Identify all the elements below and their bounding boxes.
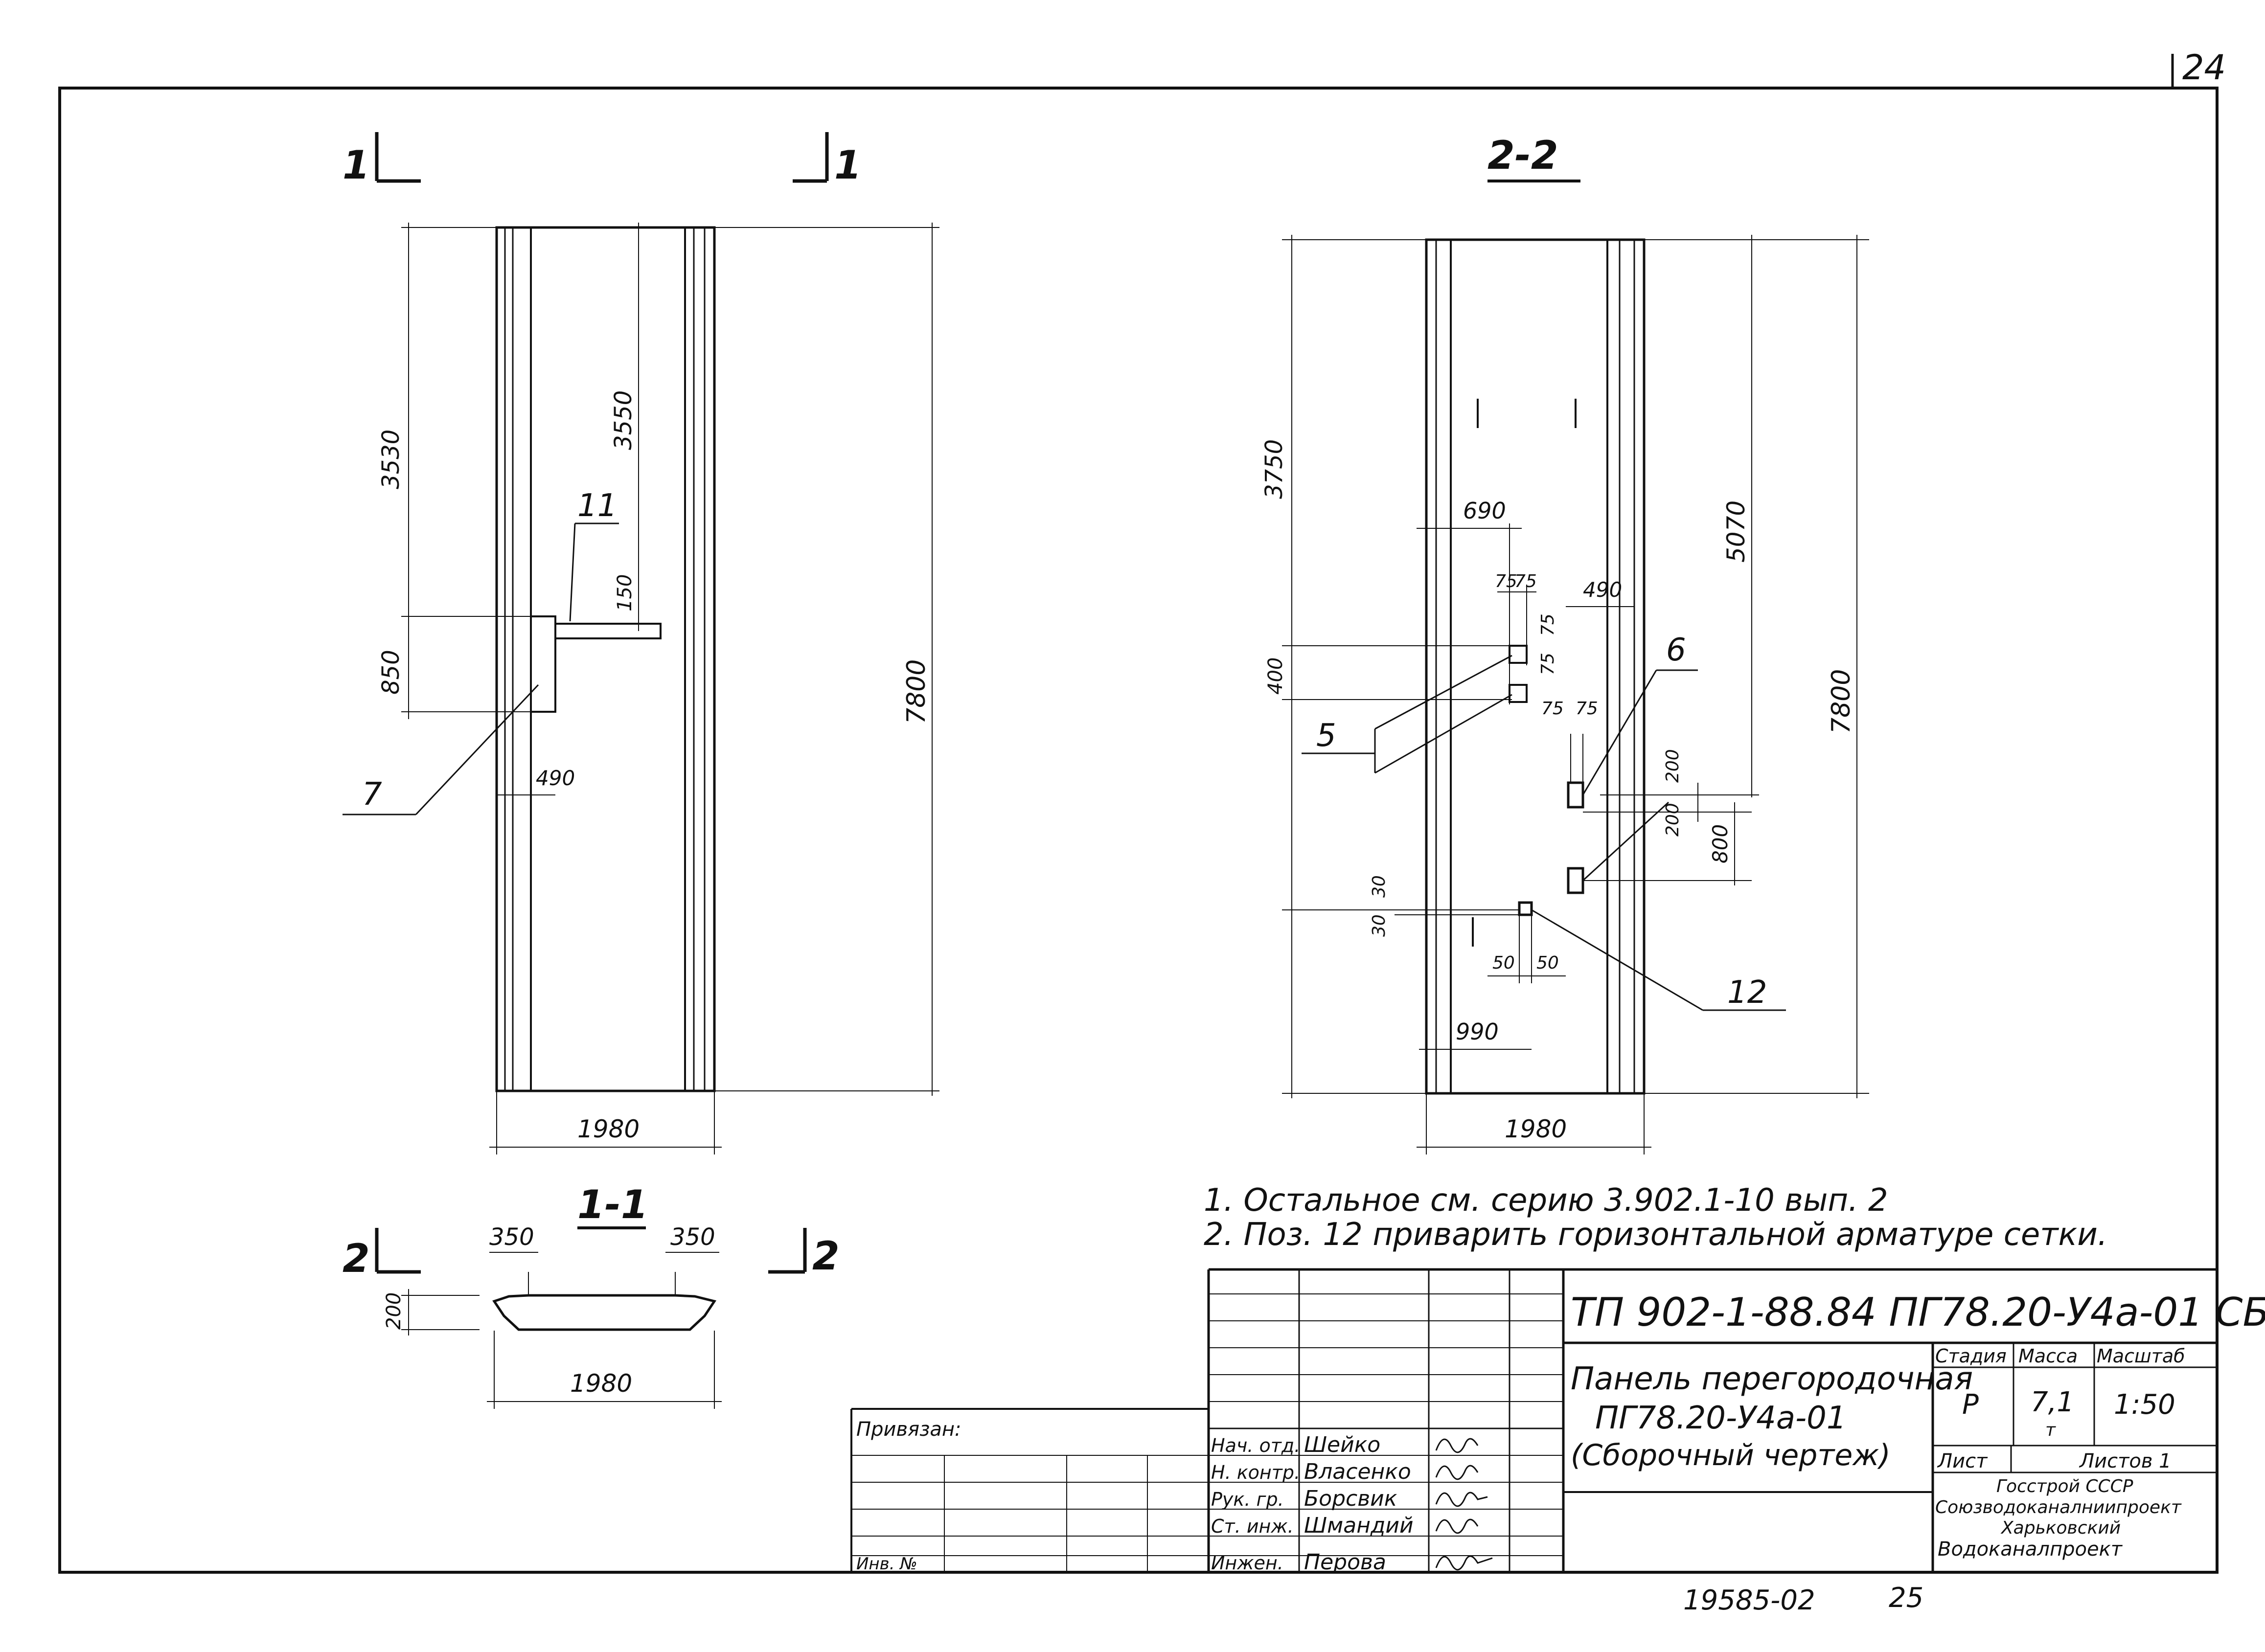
section-1-1-title: 1-1 bbox=[577, 1182, 648, 1227]
dim-75-b: 75 bbox=[1514, 571, 1537, 591]
dim-5070: 5070 bbox=[1722, 500, 1750, 563]
lifting-loop bbox=[554, 623, 662, 639]
section-profile bbox=[492, 1294, 717, 1331]
cut-mark-2-right-label: 2 bbox=[812, 1233, 840, 1279]
dim-150: 150 bbox=[614, 574, 636, 611]
cut-mark-2-left-label: 2 bbox=[343, 1236, 370, 1281]
signer-name-3: Борсвик bbox=[1304, 1486, 1397, 1511]
view-2-2: 2-2 3750 400 690 75 75 75 75 75 bbox=[1260, 133, 1869, 1154]
signer-role-3: Рук. гр. bbox=[1211, 1489, 1284, 1510]
dim-75-e: 75 bbox=[1541, 699, 1564, 719]
dim-3550: 3550 bbox=[610, 390, 637, 450]
name-line-1: Панель перегородочная bbox=[1571, 1361, 1973, 1397]
dim-490: 490 bbox=[536, 766, 575, 790]
signer-role-4: Ст. инж. bbox=[1211, 1516, 1294, 1537]
dim-75-c: 75 bbox=[1538, 613, 1558, 636]
signer-role-1: Нач. отд. bbox=[1211, 1435, 1300, 1456]
dim-1980-2-2: 1980 bbox=[1505, 1115, 1567, 1143]
signature-4 bbox=[1435, 1518, 1479, 1534]
callout-5: 5 bbox=[1316, 718, 1336, 754]
dim-350-right: 350 bbox=[670, 1223, 715, 1251]
callout-11: 11 bbox=[577, 488, 617, 524]
org-line-4: Водоканалпроект bbox=[1938, 1538, 2123, 1561]
dim-1980-section: 1980 bbox=[570, 1369, 632, 1398]
embedded-item-12 bbox=[1518, 901, 1533, 916]
dim-200-a: 200 bbox=[1663, 749, 1683, 783]
dim-75-a: 75 bbox=[1495, 571, 1517, 591]
dim-75-d: 75 bbox=[1538, 653, 1558, 675]
stage-value: Р bbox=[1962, 1389, 1979, 1421]
embedded-item-6b bbox=[1567, 867, 1584, 894]
dim-7800-2-2: 7800 bbox=[1827, 669, 1856, 734]
signer-name-5: Перова bbox=[1304, 1550, 1386, 1575]
scale-value: 1:50 bbox=[2114, 1389, 2175, 1421]
embedded-item-5b bbox=[1509, 684, 1528, 703]
dim-1980: 1980 bbox=[577, 1115, 640, 1143]
sheets-label: Листов 1 bbox=[2079, 1450, 2172, 1472]
signature-1 bbox=[1435, 1438, 1479, 1453]
dim-850: 850 bbox=[377, 650, 405, 695]
cut-mark-right-label: 1 bbox=[834, 142, 862, 188]
dim-350-left: 350 bbox=[489, 1223, 534, 1251]
view-1: 1 1 3530 850 3550 150 11 bbox=[343, 132, 939, 1154]
callout-6: 6 bbox=[1666, 632, 1686, 668]
dim-800: 800 bbox=[1708, 824, 1732, 863]
org-line-2: Союзводоканалниипроект bbox=[1935, 1497, 2182, 1517]
stage-header: Стадия bbox=[1935, 1345, 2007, 1367]
signer-role-2: Н. контр. bbox=[1211, 1462, 1300, 1483]
dim-3530: 3530 bbox=[377, 430, 405, 489]
mass-value: 7,1 bbox=[2031, 1386, 2074, 1418]
sheet-label: Лист bbox=[1937, 1450, 1988, 1472]
callout-7: 7 bbox=[362, 776, 382, 813]
signer-name-1: Шейко bbox=[1304, 1432, 1380, 1457]
dim-200-section: 200 bbox=[383, 1292, 405, 1330]
mass-header: Масса bbox=[2018, 1345, 2078, 1367]
note-1: 1. Остальное см. серию 3.902.1-10 вып. 2 bbox=[1204, 1182, 1888, 1219]
dim-690: 690 bbox=[1463, 498, 1506, 524]
embedded-plate bbox=[530, 615, 556, 713]
page-number: 24 bbox=[2182, 47, 2226, 88]
doc-code: ТП 902-1-88.84 ПГ78.20-У4а-01 СБ bbox=[1571, 1290, 2265, 1335]
signature-3 bbox=[1435, 1492, 1488, 1507]
signature-2 bbox=[1435, 1465, 1479, 1480]
archive-number: 19585-02 bbox=[1683, 1584, 1815, 1616]
panel-outline bbox=[495, 226, 716, 1092]
embedded-item-5a bbox=[1509, 645, 1528, 664]
bound-label: Привязан: bbox=[856, 1418, 961, 1441]
signature-5 bbox=[1435, 1555, 1493, 1571]
cut-mark-left-label: 1 bbox=[343, 142, 370, 188]
dim-3750: 3750 bbox=[1260, 439, 1288, 499]
dim-75-f: 75 bbox=[1576, 699, 1598, 719]
signer-name-4: Шмандий bbox=[1304, 1513, 1414, 1538]
dim-50-a: 50 bbox=[1492, 953, 1515, 973]
scale-header: Масштаб bbox=[2097, 1345, 2185, 1367]
org-line-1: Госстрой СССР bbox=[1996, 1476, 2133, 1496]
title-block: Привязан: Инв. № Нач. отд. Шейко Н. конт… bbox=[850, 1268, 2265, 1575]
signer-name-2: Власенко bbox=[1304, 1459, 1411, 1484]
dim-30-a: 30 bbox=[1369, 875, 1389, 898]
name-line-3: (Сборочный чертеж) bbox=[1571, 1438, 1891, 1472]
inv-label: Инв. № bbox=[856, 1554, 917, 1574]
dim-990: 990 bbox=[1456, 1018, 1499, 1045]
callout-12: 12 bbox=[1727, 974, 1767, 1011]
embedded-item-6a bbox=[1567, 781, 1584, 809]
panel-outline-2-2 bbox=[1425, 238, 1646, 1095]
section-1-1: 1-1 2 2 350 350 200 1980 bbox=[343, 1182, 840, 1409]
dim-30-b: 30 bbox=[1369, 914, 1389, 937]
mass-unit: т bbox=[2045, 1420, 2056, 1440]
dim-7800: 7800 bbox=[902, 659, 931, 724]
dim-50-b: 50 bbox=[1536, 953, 1559, 973]
sheet-border bbox=[58, 87, 2219, 1574]
archive-page: 25 bbox=[1889, 1582, 1923, 1614]
org-line-3: Харьковский bbox=[2000, 1518, 2121, 1538]
dim-400: 400 bbox=[1264, 657, 1287, 695]
view-2-2-title: 2-2 bbox=[1487, 133, 1558, 178]
name-line-2: ПГ78.20-У4а-01 bbox=[1595, 1400, 1847, 1436]
note-2: 2. Поз. 12 приварить горизонтальной арма… bbox=[1204, 1217, 2107, 1253]
dim-490: 490 bbox=[1583, 578, 1622, 602]
signer-role-5: Инжен. bbox=[1211, 1552, 1283, 1574]
dim-200-b: 200 bbox=[1663, 803, 1683, 837]
